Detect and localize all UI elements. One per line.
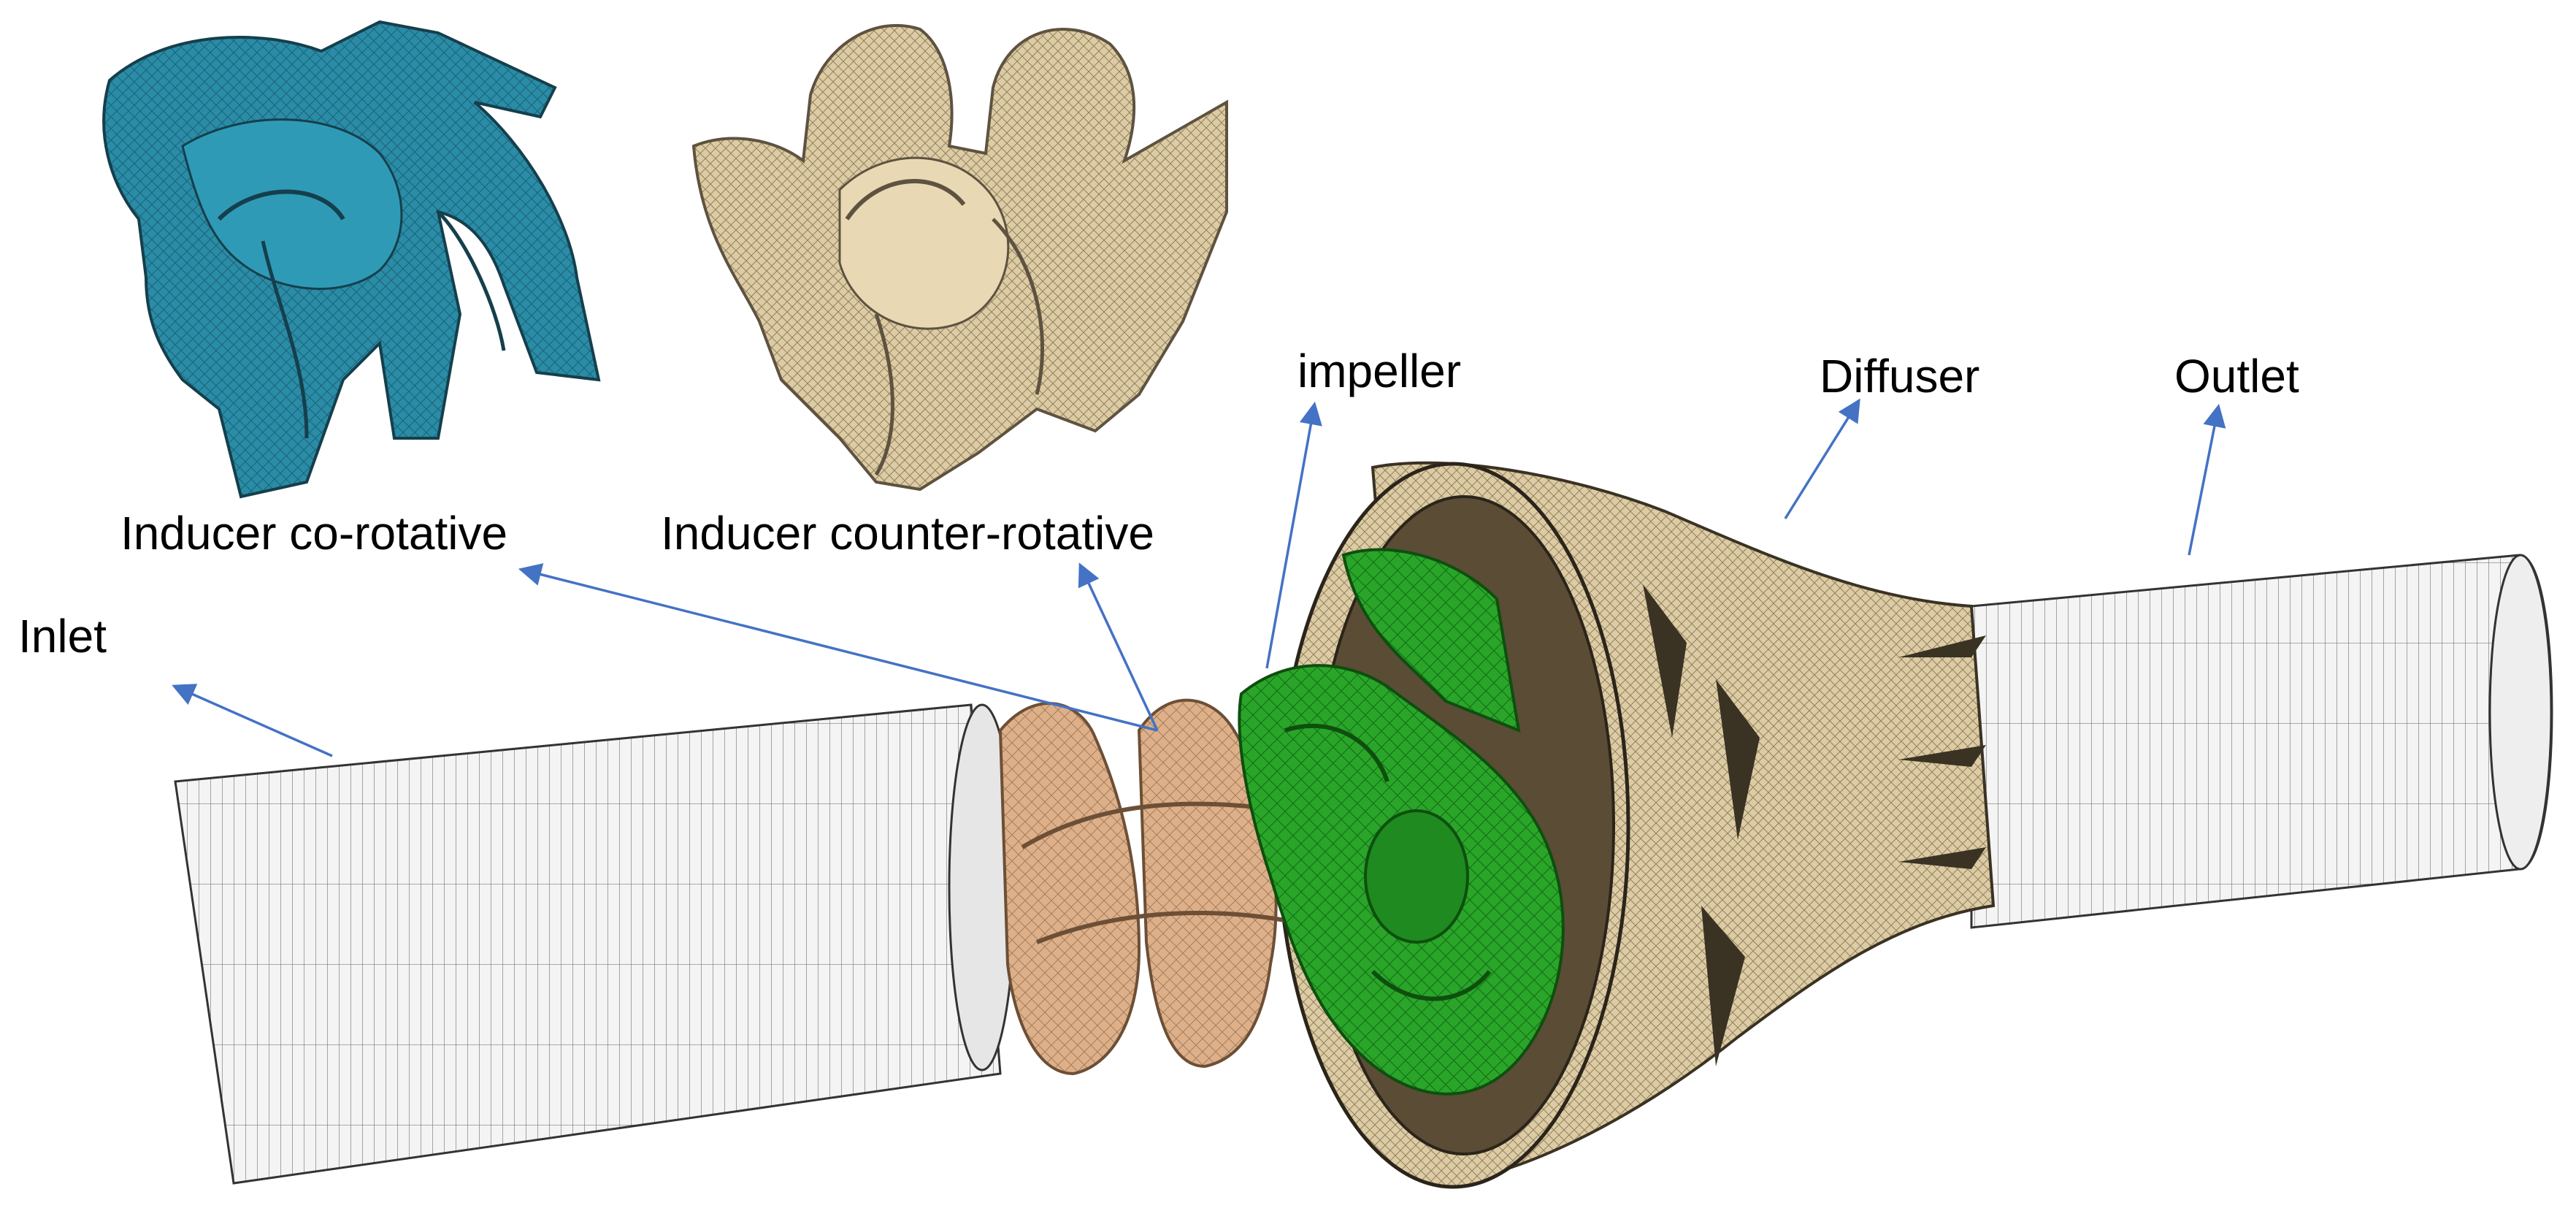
outlet-arrow (2188, 403, 2226, 556)
inducer-counter-rotative-render (691, 23, 1228, 492)
inlet-pipe (174, 703, 1016, 1185)
inducer-assembly-render (998, 698, 1286, 1076)
inducer-counter-rotative-arrow (1078, 562, 1159, 731)
inducer-co-rotative-render (102, 20, 601, 499)
inlet-arrow (172, 684, 333, 757)
impeller-arrow (1265, 401, 1322, 669)
label-inducer-co-rotative: Inducer co-rotative (120, 507, 507, 559)
label-outlet: Outlet (2174, 350, 2299, 402)
labels: Inducer co-rotative Inducer counter-rota… (18, 345, 2299, 662)
impeller-render (1238, 548, 1565, 1096)
label-diffuser: Diffuser (1820, 350, 1979, 402)
label-inducer-counter-rotative: Inducer counter-rotative (661, 507, 1154, 559)
outlet-pipe (1970, 554, 2553, 929)
annotation-arrows (172, 398, 2226, 757)
label-impeller: impeller (1297, 345, 1461, 397)
label-inlet: Inlet (18, 610, 107, 662)
diffuser-arrow (1784, 398, 1860, 519)
inducer-co-rotative-arrow (518, 563, 1158, 732)
